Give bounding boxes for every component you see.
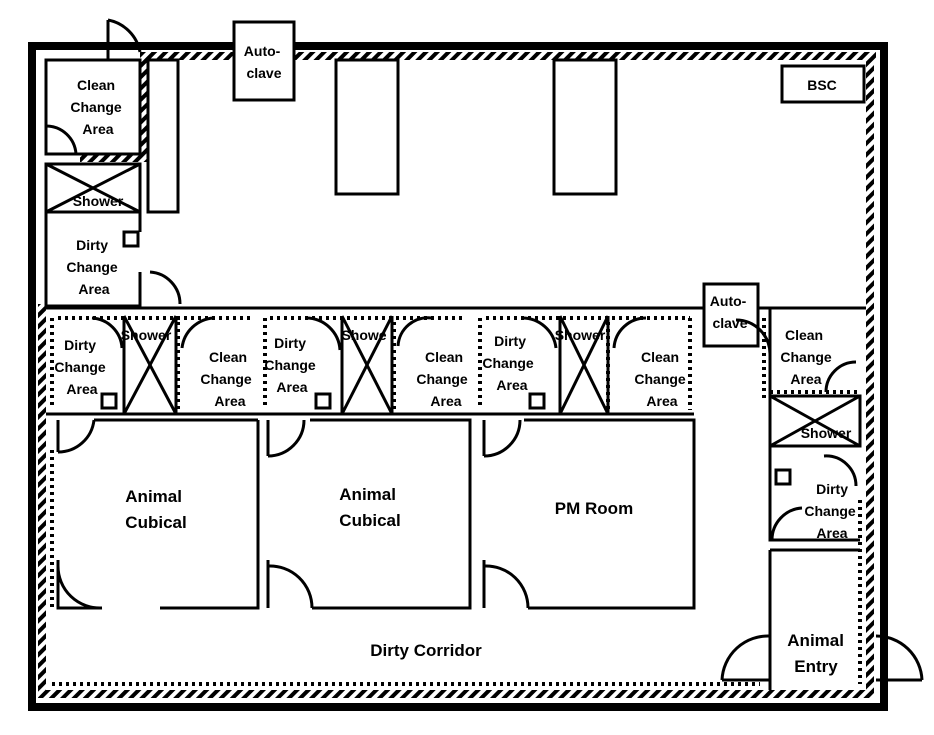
label-autoclave-mid: Auto- clave [710,293,750,331]
label-suite2-dirty: Dirty Change Area [264,335,319,395]
hatched-barrier [38,52,876,698]
label-animal-cubical-2: Animal Cubical [339,485,400,530]
label-suite2-clean: Clean Change Area [416,349,471,409]
label-dirty-corridor: Dirty Corridor [370,641,482,660]
label-autoclave-top: Auto- clave [244,43,284,81]
label-animal-cubical-1: Animal Cubical [125,487,186,532]
label-suite1-clean: Clean Change Area [200,349,255,409]
outer-wall [28,42,888,711]
label-dirty-change-topleft: Dirty Change Area [66,237,121,297]
label-pm-room: PM Room [555,499,633,518]
room-labels: Clean Change Area Shower Dirty Change Ar… [54,43,859,676]
label-suite2-shower: Showe [341,327,386,343]
label-right-clean: Clean Change Area [780,327,835,387]
label-suite1-shower: Shower [121,327,172,343]
label-right-dirty: Dirty Change Area [804,481,859,541]
label-clean-change-topleft: Clean Change Area [70,77,125,137]
autoclave-top-box [232,20,296,102]
label-suite3-clean: Clean Change Area [634,349,689,409]
label-shower-topleft: Shower [73,193,124,209]
label-right-shower: Shower [801,425,852,441]
label-suite3-dirty: Dirty Change Area [482,333,537,393]
label-suite1-dirty: Dirty Change Area [54,337,109,397]
label-suite3-shower: Shower [555,327,606,343]
bsc-box [780,64,866,104]
label-bsc: BSC [807,77,837,93]
interior-walls [44,18,924,690]
label-animal-entry: Animal Entry [787,631,848,676]
autoclave-mid-box [702,282,760,348]
